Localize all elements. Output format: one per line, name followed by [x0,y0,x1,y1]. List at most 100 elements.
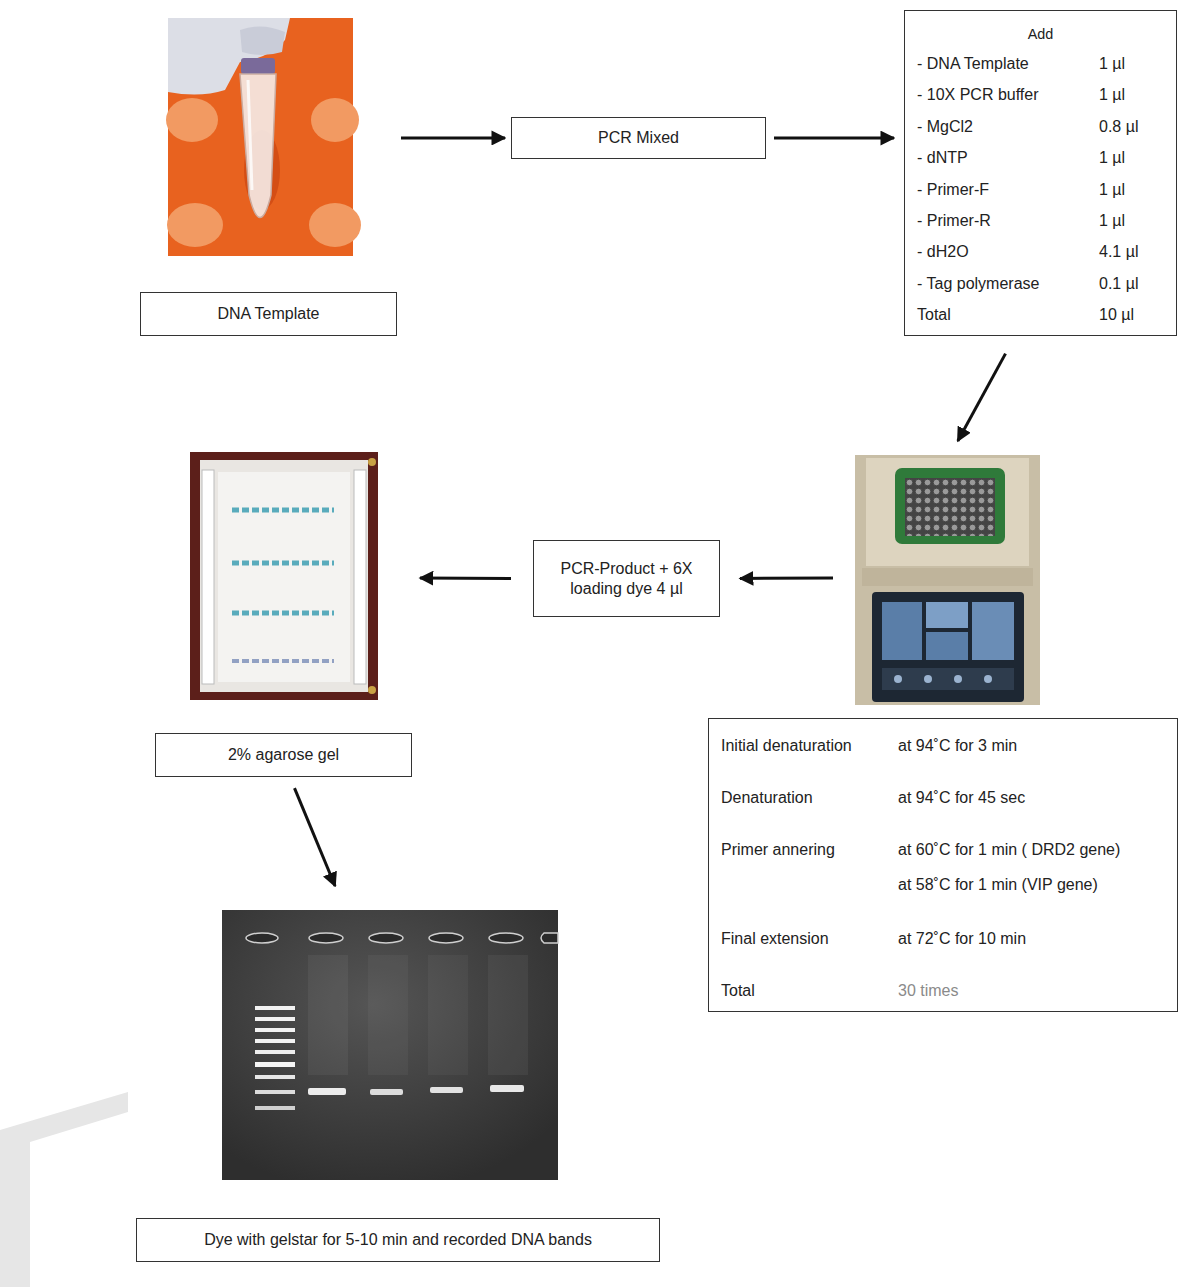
screen-panel [972,602,1014,660]
gel-well [246,933,278,943]
dye-band [232,659,334,663]
reagent-name: - dH2O [917,242,969,262]
step-setting: at 60˚C for 1 min ( DRD2 gene) [898,840,1120,860]
ladder-band [255,1028,295,1032]
reagent-name: - Primer-F [917,180,989,200]
pcr-band [308,1088,346,1095]
gel-image [222,910,558,1180]
step-name: Total [721,981,755,1001]
caption-box: Dye with gelstar for 5-10 min and record… [136,1218,660,1262]
agarose-gel [218,472,350,682]
thermocycler-step: Initial denaturationat 94˚C for 3 minDen… [855,455,1040,705]
gel-well [429,933,463,943]
gel-well [489,933,523,943]
reagent-volume: 0.1 µl [1099,274,1138,294]
flow-arrow [401,136,505,139]
cycler-tray [895,468,1005,544]
screen-icon [954,675,962,683]
rack-well [166,98,218,142]
ladder-band [255,1075,295,1079]
reagent-name: - dNTP [917,148,968,168]
ladder-band [255,1106,295,1110]
ladder-band [255,1006,295,1010]
gel-tray-step: 2% agarose gel [155,452,412,777]
reagent-volume: 4.1 µl [1099,242,1138,262]
step-setting: at 58˚C for 1 min (VIP gene) [898,875,1098,895]
caption-box: DNA Template [140,292,397,336]
tray-inner [200,460,368,692]
box-label: PCR Mixed [598,128,679,148]
gel-background [222,910,558,1180]
tray-screw [368,686,376,694]
ladder-band [255,1039,295,1043]
step-name: Denaturation [721,788,813,808]
tray-frame [190,452,378,700]
step-setting: at 94˚C for 3 min [898,736,1017,756]
reagent-volume: 1 µl [1099,148,1125,168]
lane-smear [488,955,528,1075]
rack-well [309,203,361,247]
caption-text: 2% agarose gel [228,745,339,765]
reagent-volume: 1 µl [1099,211,1125,231]
tray-side-wall [354,470,366,684]
flow-arrow [774,137,894,140]
step-name: Final extension [721,929,829,949]
gel-result-step: Dye with gelstar for 5-10 min and record… [136,910,660,1262]
rack-well [167,203,223,247]
gel-well [369,933,403,943]
caption-text: Dye with gelstar for 5-10 min and record… [204,1230,592,1250]
flow-arrow [958,354,1006,441]
reagent-table-box: Add- DNA Template1 µl- 10X PCR buffer1 µ… [904,10,1177,336]
screen-icon [984,675,992,683]
reagent-volume: 1 µl [1099,85,1125,105]
tube-cap [241,58,275,74]
ladder-band [255,1050,295,1054]
step-name: Initial denaturation [721,736,852,756]
tube-photo [166,18,361,256]
pcr-band [490,1085,524,1092]
flow-arrow [295,788,336,886]
gel-tray-photo [190,452,378,700]
cycler-block [905,478,995,536]
process-box: PCR-Product + 6X loading dye 4 µl [533,540,720,617]
dye-band [232,561,334,566]
screen-icon [924,675,932,683]
flow-arrow [740,577,833,580]
tube-highlight [248,80,252,190]
step-setting: at 72˚C for 10 min [898,929,1026,949]
gel-well [541,933,558,943]
gel-well [309,933,343,943]
photo-background [855,455,1040,705]
lane-smear [428,955,468,1075]
pcr-tubes [905,478,995,536]
screen-panel [882,602,922,660]
tray-side-wall [202,470,214,684]
dye-band [232,508,334,513]
caption-text: DNA Template [218,304,320,324]
screen-panel [926,602,968,628]
rack-well [311,98,359,142]
ladder-band [255,1017,295,1021]
step-name: Primer annering [721,840,835,860]
watermark-shape [0,1092,128,1287]
tray-screw [368,458,376,466]
dye-band [232,611,334,616]
lane-smear [308,955,348,1075]
caption-box: 2% agarose gel [155,733,412,777]
template-step: DNA Template [140,18,397,336]
cycler-lid-area [866,458,1029,566]
pcr-band [370,1089,403,1095]
reagent-name: - DNA Template [917,54,1029,74]
cycler-screen [872,592,1024,702]
table-heading: Add [905,24,1176,44]
screen-toolbar [882,668,1014,690]
glove-fingers [240,26,285,55]
reagent-volume: 1 µl [1099,54,1125,74]
lane-smear [368,955,408,1075]
pcr-band [430,1087,463,1093]
cycler-label-strip [862,568,1033,586]
reagent-name: - MgCl2 [917,117,973,137]
program-table: Initial denaturation at 94˚C for 3 minDen… [708,718,1178,1012]
process-box: PCR Mixed [511,117,766,159]
reagent-name: - Tag polymerase [917,274,1039,294]
